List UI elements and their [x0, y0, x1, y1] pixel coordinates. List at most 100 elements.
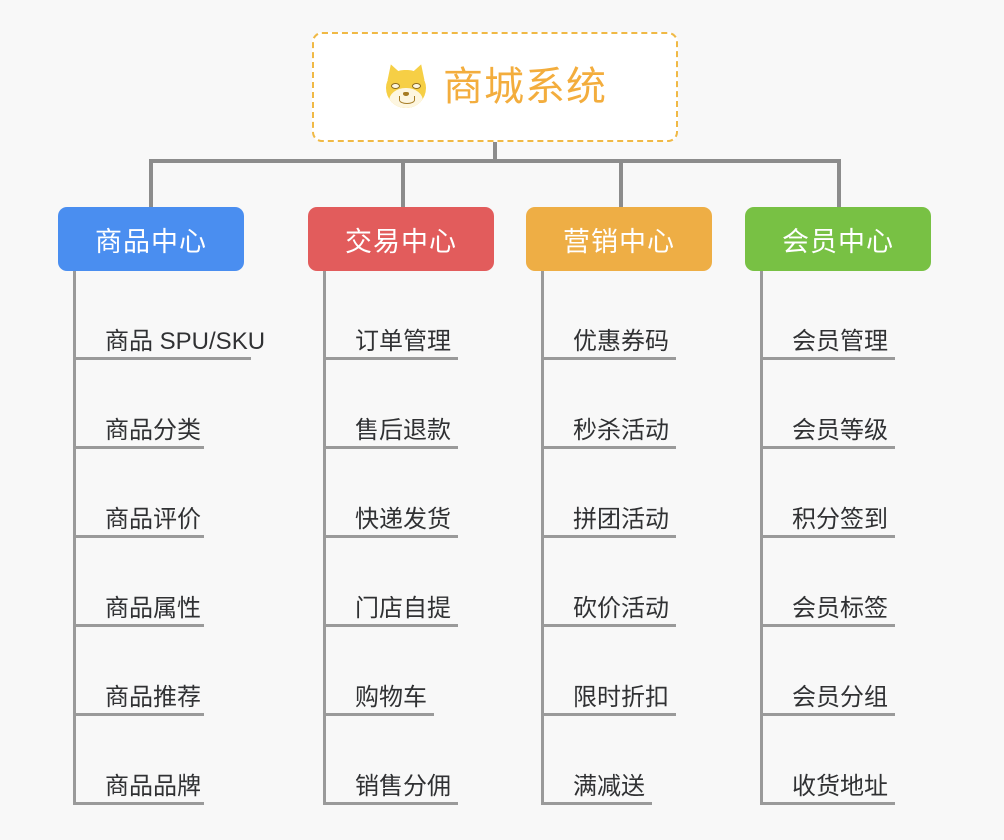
root-title: 商城系统 [443, 65, 607, 109]
leaf-item-underline [323, 713, 434, 716]
leaf-item[interactable]: 售后退款 [323, 360, 583, 449]
leaf-item[interactable]: 商品推荐 [73, 627, 333, 716]
leaf-item-label: 商品推荐 [105, 684, 201, 711]
leaf-item-label: 购物车 [355, 684, 427, 711]
leaf-item-underline [541, 535, 676, 538]
leaf-item-underline [541, 802, 652, 805]
leaf-item[interactable]: 快递发货 [323, 449, 583, 538]
branch-drop-line-1 [149, 159, 153, 207]
leaf-list-marketing-center: 优惠券码秒杀活动拼团活动砍价活动限时折扣满减送 [541, 271, 801, 805]
leaf-item-label: 商品评价 [105, 506, 201, 533]
branch-header-label: 营销中心 [563, 226, 675, 257]
branch-trunk-4 [760, 271, 763, 805]
leaf-item-underline [323, 624, 458, 627]
branch-header-label: 会员中心 [782, 226, 894, 257]
leaf-item-label: 会员等级 [792, 417, 888, 444]
leaf-list-trade-center: 订单管理售后退款快递发货门店自提购物车销售分佣 [323, 271, 583, 805]
branch-header-label: 商品中心 [95, 226, 207, 257]
leaf-list-product-center: 商品 SPU/SKU 商品分类商品评价商品属性商品推荐商品品牌 [73, 271, 333, 805]
leaf-item-underline [760, 713, 895, 716]
leaf-item-underline [323, 357, 458, 360]
branch-trunk-1 [73, 271, 76, 805]
leaf-item-underline [323, 802, 458, 805]
branch-header-member-center[interactable]: 会员中心 [745, 207, 931, 271]
branch-drop-line-4 [837, 159, 841, 207]
leaf-item-underline [73, 535, 204, 538]
leaf-item-label: 秒杀活动 [573, 417, 669, 444]
branch-header-trade-center[interactable]: 交易中心 [308, 207, 494, 271]
leaf-item-underline [73, 446, 204, 449]
leaf-item[interactable]: 优惠券码 [541, 271, 801, 360]
leaf-item[interactable]: 会员标签 [760, 538, 1004, 627]
leaf-item-label: 限时折扣 [573, 684, 669, 711]
leaf-item[interactable]: 秒杀活动 [541, 360, 801, 449]
leaf-item-label: 拼团活动 [573, 506, 669, 533]
leaf-item[interactable]: 商品品牌 [73, 716, 333, 805]
branch-header-product-center[interactable]: 商品中心 [58, 207, 244, 271]
leaf-item[interactable]: 积分签到 [760, 449, 1004, 538]
leaf-item[interactable]: 会员分组 [760, 627, 1004, 716]
leaf-item-label: 优惠券码 [573, 328, 669, 355]
leaf-item-underline [541, 624, 676, 627]
branch-column-member-center: 会员中心 会员管理会员等级积分签到会员标签会员分组收货地址 [745, 207, 931, 805]
leaf-item[interactable]: 商品 SPU/SKU [73, 271, 333, 360]
branch-trunk-3 [541, 271, 544, 805]
leaf-item-label: 商品属性 [105, 595, 201, 622]
leaf-item[interactable]: 购物车 [323, 627, 583, 716]
leaf-item-label: 快递发货 [355, 506, 451, 533]
leaf-item[interactable]: 门店自提 [323, 538, 583, 627]
leaf-item-underline [541, 446, 676, 449]
leaf-item-label: 订单管理 [355, 328, 451, 355]
leaf-item-underline [323, 446, 458, 449]
leaf-item-underline [73, 357, 251, 360]
leaf-item-underline [541, 357, 676, 360]
leaf-item-underline [73, 713, 204, 716]
leaf-item[interactable]: 拼团活动 [541, 449, 801, 538]
leaf-item-underline [760, 357, 895, 360]
leaf-item[interactable]: 会员等级 [760, 360, 1004, 449]
leaf-item-underline [760, 802, 895, 805]
root-stem-line [493, 142, 497, 163]
leaf-item[interactable]: 商品评价 [73, 449, 333, 538]
leaf-item-label: 门店自提 [355, 595, 451, 622]
leaf-item-underline [760, 624, 895, 627]
leaf-item[interactable]: 销售分佣 [323, 716, 583, 805]
leaf-item-label: 满减送 [573, 773, 645, 800]
leaf-item-label: 收货地址 [792, 773, 888, 800]
leaf-item[interactable]: 商品分类 [73, 360, 333, 449]
leaf-item-label: 售后退款 [355, 417, 451, 444]
branch-bus-line [149, 159, 841, 163]
shiba-dog-icon [383, 61, 429, 110]
leaf-item[interactable]: 订单管理 [323, 271, 583, 360]
leaf-item[interactable]: 收货地址 [760, 716, 1004, 805]
leaf-item[interactable]: 商品属性 [73, 538, 333, 627]
root-node[interactable]: 商城系统 [312, 32, 678, 142]
leaf-item-underline [73, 624, 204, 627]
leaf-item-label: 砍价活动 [573, 595, 669, 622]
leaf-list-member-center: 会员管理会员等级积分签到会员标签会员分组收货地址 [760, 271, 1004, 805]
branch-drop-line-3 [619, 159, 623, 207]
leaf-item-underline [73, 802, 204, 805]
branch-column-product-center: 商品中心 商品 SPU/SKU 商品分类商品评价商品属性商品推荐商品品牌 [58, 207, 265, 805]
leaf-item-underline [323, 535, 458, 538]
leaf-item-label: 会员分组 [792, 684, 888, 711]
branch-header-label: 交易中心 [345, 226, 457, 257]
leaf-item[interactable]: 砍价活动 [541, 538, 801, 627]
branch-trunk-2 [323, 271, 326, 805]
leaf-item[interactable]: 满减送 [541, 716, 801, 805]
leaf-item[interactable]: 会员管理 [760, 271, 1004, 360]
leaf-item-label: 商品品牌 [105, 773, 201, 800]
leaf-item-label: 积分签到 [792, 506, 888, 533]
leaf-item-label: 会员标签 [792, 595, 888, 622]
branch-header-marketing-center[interactable]: 营销中心 [526, 207, 712, 271]
leaf-item[interactable]: 限时折扣 [541, 627, 801, 716]
leaf-item-underline [760, 535, 895, 538]
branch-drop-line-2 [401, 159, 405, 207]
leaf-item-label: 商品 SPU/SKU [105, 328, 266, 355]
leaf-item-label: 商品分类 [105, 417, 201, 444]
branch-column-trade-center: 交易中心 订单管理售后退款快递发货门店自提购物车销售分佣 [308, 207, 494, 805]
branch-column-marketing-center: 营销中心 优惠券码秒杀活动拼团活动砍价活动限时折扣满减送 [526, 207, 712, 805]
leaf-item-label: 会员管理 [792, 328, 888, 355]
leaf-item-underline [760, 446, 895, 449]
